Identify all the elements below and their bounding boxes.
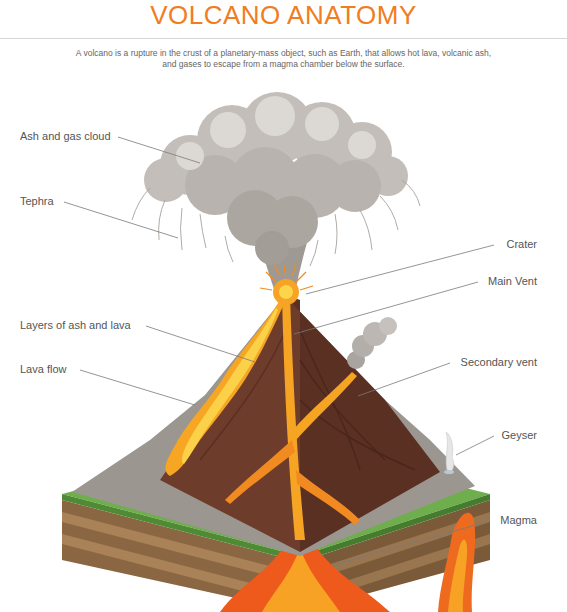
cloud-highlight <box>348 131 376 159</box>
leader-line <box>456 436 494 455</box>
leader-line <box>64 202 178 238</box>
geyser-plume <box>446 432 454 472</box>
tephra-streak <box>360 210 372 250</box>
geyser <box>444 432 454 474</box>
part-label: Geyser <box>502 428 537 442</box>
diagram-caption: A volcano is a rupture in the crust of a… <box>70 48 497 70</box>
vent-branch <box>225 440 295 504</box>
leader-line <box>118 137 200 163</box>
cloud-highlight <box>210 112 246 148</box>
cone-cut-face <box>160 296 300 552</box>
title-rule <box>0 38 567 39</box>
tephra-streak <box>335 214 337 254</box>
lava-flow <box>165 300 284 476</box>
cone-side <box>285 296 440 552</box>
leader-line <box>306 245 494 294</box>
ray <box>274 265 280 276</box>
cone-layer-line <box>200 320 290 460</box>
cloud-puff <box>255 231 289 265</box>
vent-conduit <box>282 296 305 540</box>
ash-cloud <box>144 92 408 292</box>
part-label: Magma <box>500 513 537 527</box>
cloud-highlight <box>255 96 295 136</box>
lava-highlight <box>182 308 278 464</box>
leader-lines <box>64 137 494 566</box>
ray <box>284 266 286 278</box>
main-vent <box>225 296 360 540</box>
leader-line <box>330 521 490 566</box>
ray <box>266 272 276 282</box>
part-label: Main Vent <box>488 274 537 288</box>
crater-rays <box>260 264 313 290</box>
lava-stream <box>165 300 284 476</box>
leader-line <box>358 363 450 396</box>
part-label: Ash and gas cloud <box>20 129 111 143</box>
ray <box>300 286 313 290</box>
secondary-smoke <box>347 317 397 369</box>
ray <box>296 272 306 282</box>
part-label: Lava flow <box>20 362 66 376</box>
part-label: Layers of ash and lava <box>20 318 131 332</box>
leader-line <box>80 370 195 405</box>
tephra-streak <box>225 236 233 262</box>
secondary-vent-conduit <box>293 372 357 440</box>
tephra-streak <box>200 214 206 248</box>
leader-line <box>146 326 255 362</box>
magma-core <box>262 548 340 612</box>
rock-slope <box>72 296 475 556</box>
tephra-streak <box>181 208 183 250</box>
cloud-highlight <box>305 107 339 141</box>
crater-core <box>279 285 293 299</box>
vent-branch <box>296 470 360 525</box>
leader-line <box>294 282 478 334</box>
tephra-streak <box>380 196 398 230</box>
crater-burst <box>260 264 313 305</box>
volcano-cone <box>72 296 475 556</box>
magma-pocket-core <box>448 540 467 612</box>
smoke-puff <box>379 317 397 335</box>
crater-glow <box>273 279 299 305</box>
magma-pocket <box>438 513 475 612</box>
diagram-title: VOLCANO ANATOMY <box>0 0 567 30</box>
ray <box>292 264 296 276</box>
geyser-pool <box>444 470 454 474</box>
ray <box>260 288 272 290</box>
part-label: Crater <box>506 237 537 251</box>
tephra-streak <box>132 188 150 220</box>
part-label: Secondary vent <box>461 355 537 369</box>
cloud-highlight <box>176 142 204 170</box>
tephra-streak <box>402 180 420 206</box>
tephra-streak <box>310 240 318 266</box>
part-label: Tephra <box>20 194 54 208</box>
cloud-puff <box>329 160 381 212</box>
tephra-streaks <box>132 180 420 266</box>
